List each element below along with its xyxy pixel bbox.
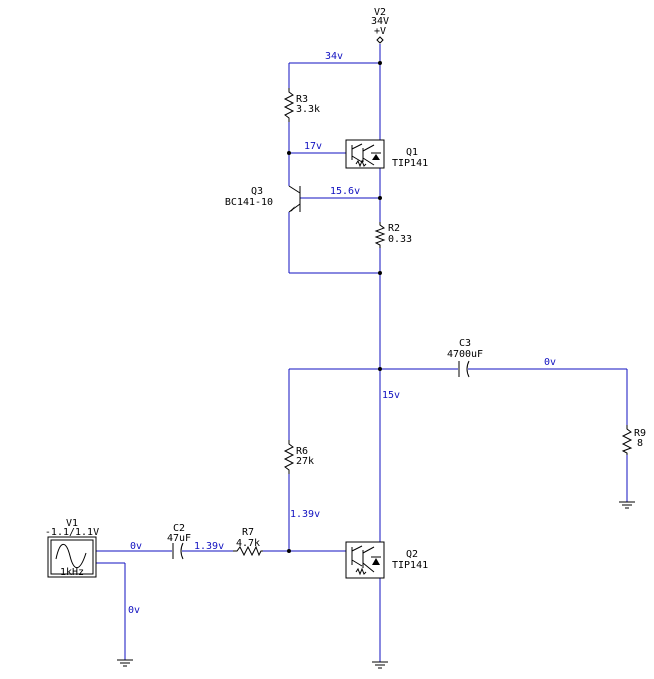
q1-part: TIP141 — [392, 158, 428, 169]
v1-frequency: 1kHz — [60, 567, 84, 578]
q3-upper-lead — [288, 185, 301, 194]
v1-value: -1.1/1.1V — [45, 527, 99, 538]
r3-resistor[interactable]: R3 3.3k — [283, 88, 320, 122]
r7-name: R7 — [242, 527, 254, 538]
voltage-c2-out: 1.39v — [194, 541, 224, 552]
v1-box — [47, 536, 97, 578]
voltage-supply-rail: 34v — [325, 51, 343, 62]
voltage-midpoint: 15v — [382, 390, 400, 401]
junction-top — [378, 61, 382, 65]
voltage-v1-out: 0v — [130, 541, 142, 552]
ground-q2 — [372, 661, 388, 669]
junction-q2-base — [287, 549, 291, 553]
q3-part: BC141-10 — [225, 197, 273, 208]
r7-resistor[interactable]: R7 4.7k — [233, 527, 263, 557]
r2-resistor-icon — [374, 222, 386, 248]
voltage-v1-gnd: 0v — [128, 605, 140, 616]
r2-resistor[interactable]: R2 0.33 — [374, 222, 412, 248]
c3-capacitor[interactable]: C3 4700uF — [447, 338, 483, 378]
q2-resistor-icon — [355, 567, 367, 576]
r9-value: 8 — [637, 438, 643, 449]
c2-capacitor[interactable]: C2 47uF — [167, 523, 191, 560]
v2-value: 34V — [371, 16, 389, 27]
q1-name: Q1 — [406, 147, 418, 158]
q2-out-emitter — [362, 562, 375, 573]
q2-transistor[interactable]: Q2 TIP141 — [345, 541, 428, 579]
r6-resistor[interactable]: R6 27k — [283, 440, 314, 474]
v1-source[interactable]: V1 -1.1/1.1V 1kHz — [45, 518, 99, 578]
voltage-output: 0v — [544, 357, 556, 368]
v2-pin: +V — [374, 26, 386, 37]
voltage-q3-collector: 15.6v — [330, 186, 360, 197]
q2-box — [345, 541, 385, 579]
q2-out-collector — [362, 546, 375, 554]
junctions — [287, 61, 382, 553]
q2-collector-line — [351, 545, 363, 552]
q1-transistor[interactable]: Q1 TIP141 — [345, 139, 428, 169]
r3-resistor-icon — [283, 88, 295, 122]
q2-emitter-line — [351, 559, 363, 567]
r6-name: R6 — [296, 446, 308, 457]
voltage-q1-base: 17v — [304, 141, 322, 152]
r2-name: R2 — [388, 223, 400, 234]
q2-name: Q2 — [406, 549, 418, 560]
r7-value: 4.7k — [236, 538, 260, 549]
q3-arrow-icon — [289, 206, 295, 212]
junction-q3-return — [378, 271, 382, 275]
r9-resistor[interactable]: R9 8 — [621, 425, 646, 455]
r6-resistor-icon — [283, 440, 295, 474]
r6-value: 27k — [296, 456, 314, 467]
wires — [96, 44, 628, 662]
c2-plate-right — [180, 542, 184, 560]
v1-name: V1 — [66, 518, 78, 529]
r3-name: R3 — [296, 94, 308, 105]
q1-resistor-icon — [355, 159, 367, 168]
q1-box — [345, 139, 385, 169]
v2-terminal-icon — [376, 36, 384, 44]
q3-name: Q3 — [251, 186, 263, 197]
c2-name: C2 — [173, 523, 185, 534]
r9-resistor-icon — [621, 425, 633, 455]
v2-name: V2 — [374, 7, 386, 18]
q1-out-emitter — [362, 157, 375, 166]
c3-plate-right — [466, 360, 470, 378]
v1-inner-box — [50, 539, 94, 575]
q1-diode-icon — [372, 154, 380, 160]
q2-diode-icon — [372, 558, 380, 565]
voltage-q2-base: 1.39v — [290, 509, 320, 520]
q1-collector-line — [351, 143, 363, 150]
q2-part: TIP141 — [392, 560, 428, 571]
v2-supply[interactable]: V2 34V +V — [371, 7, 389, 44]
junction-q3-emitter — [378, 196, 382, 200]
junction-q1-base — [287, 151, 291, 155]
ground-v1 — [117, 659, 133, 667]
q1-emitter-line — [351, 155, 363, 163]
r7-resistor-icon — [233, 545, 263, 557]
q3-transistor[interactable]: Q3 BC141-10 — [225, 185, 301, 213]
v1-sine-wave-icon — [55, 543, 87, 569]
r2-value: 0.33 — [388, 234, 412, 245]
r3-value: 3.3k — [296, 104, 320, 115]
q1-out-collector — [362, 144, 375, 152]
c3-name: C3 — [459, 338, 471, 349]
c3-value: 4700uF — [447, 349, 483, 360]
r9-name: R9 — [634, 428, 646, 439]
ground-r9 — [619, 501, 635, 509]
c2-value: 47uF — [167, 533, 191, 544]
junction-midpoint — [378, 367, 382, 371]
node-voltages: 34v 17v 15.6v 15v 0v 1.39v 1.39v 0v 0v — [128, 51, 556, 616]
